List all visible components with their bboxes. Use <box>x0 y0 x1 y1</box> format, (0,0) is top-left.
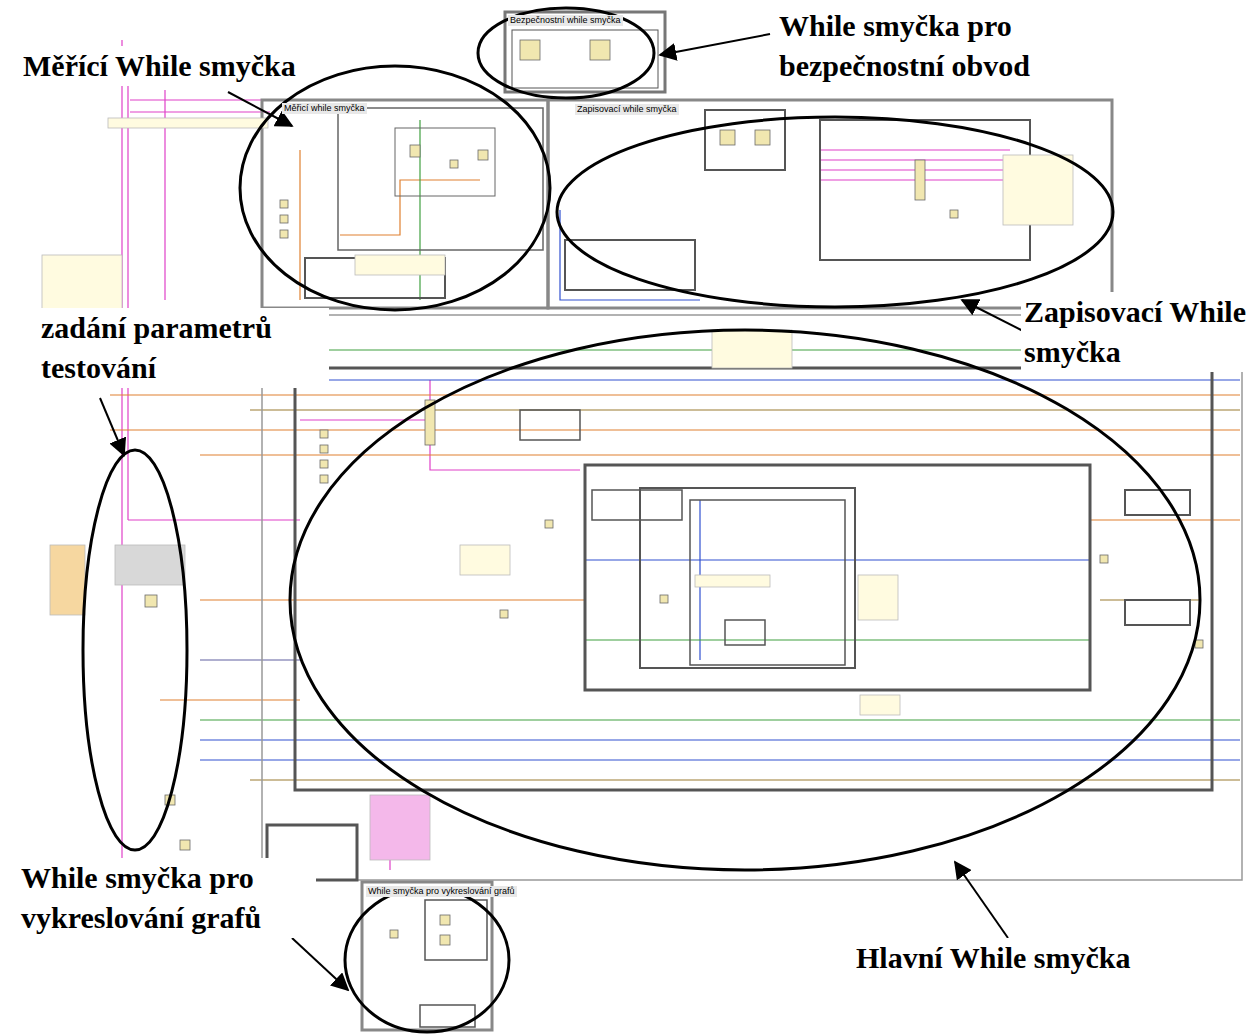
annotation-label: Zapisovací While smyčka <box>1021 292 1252 372</box>
annotation-label: Měřící While smyčka <box>20 46 299 86</box>
loop-title: Měřicí while smyčka <box>282 103 367 114</box>
loop-title: Bezpečnostní while smyčka <box>508 15 623 26</box>
annotation-label: zadání parametrů testování <box>38 308 329 388</box>
annotation-label: While smyčka pro vykreslování grafů <box>18 858 316 938</box>
loop-title: While smyčka pro vykreslování grafů <box>366 886 517 897</box>
annotation-label: Hlavní While smyčka <box>853 938 1133 978</box>
annotation-label: While smyčka pro bezpečnostní obvod <box>776 6 1082 86</box>
loop-title: Zapisovací while smyčka <box>575 104 679 115</box>
